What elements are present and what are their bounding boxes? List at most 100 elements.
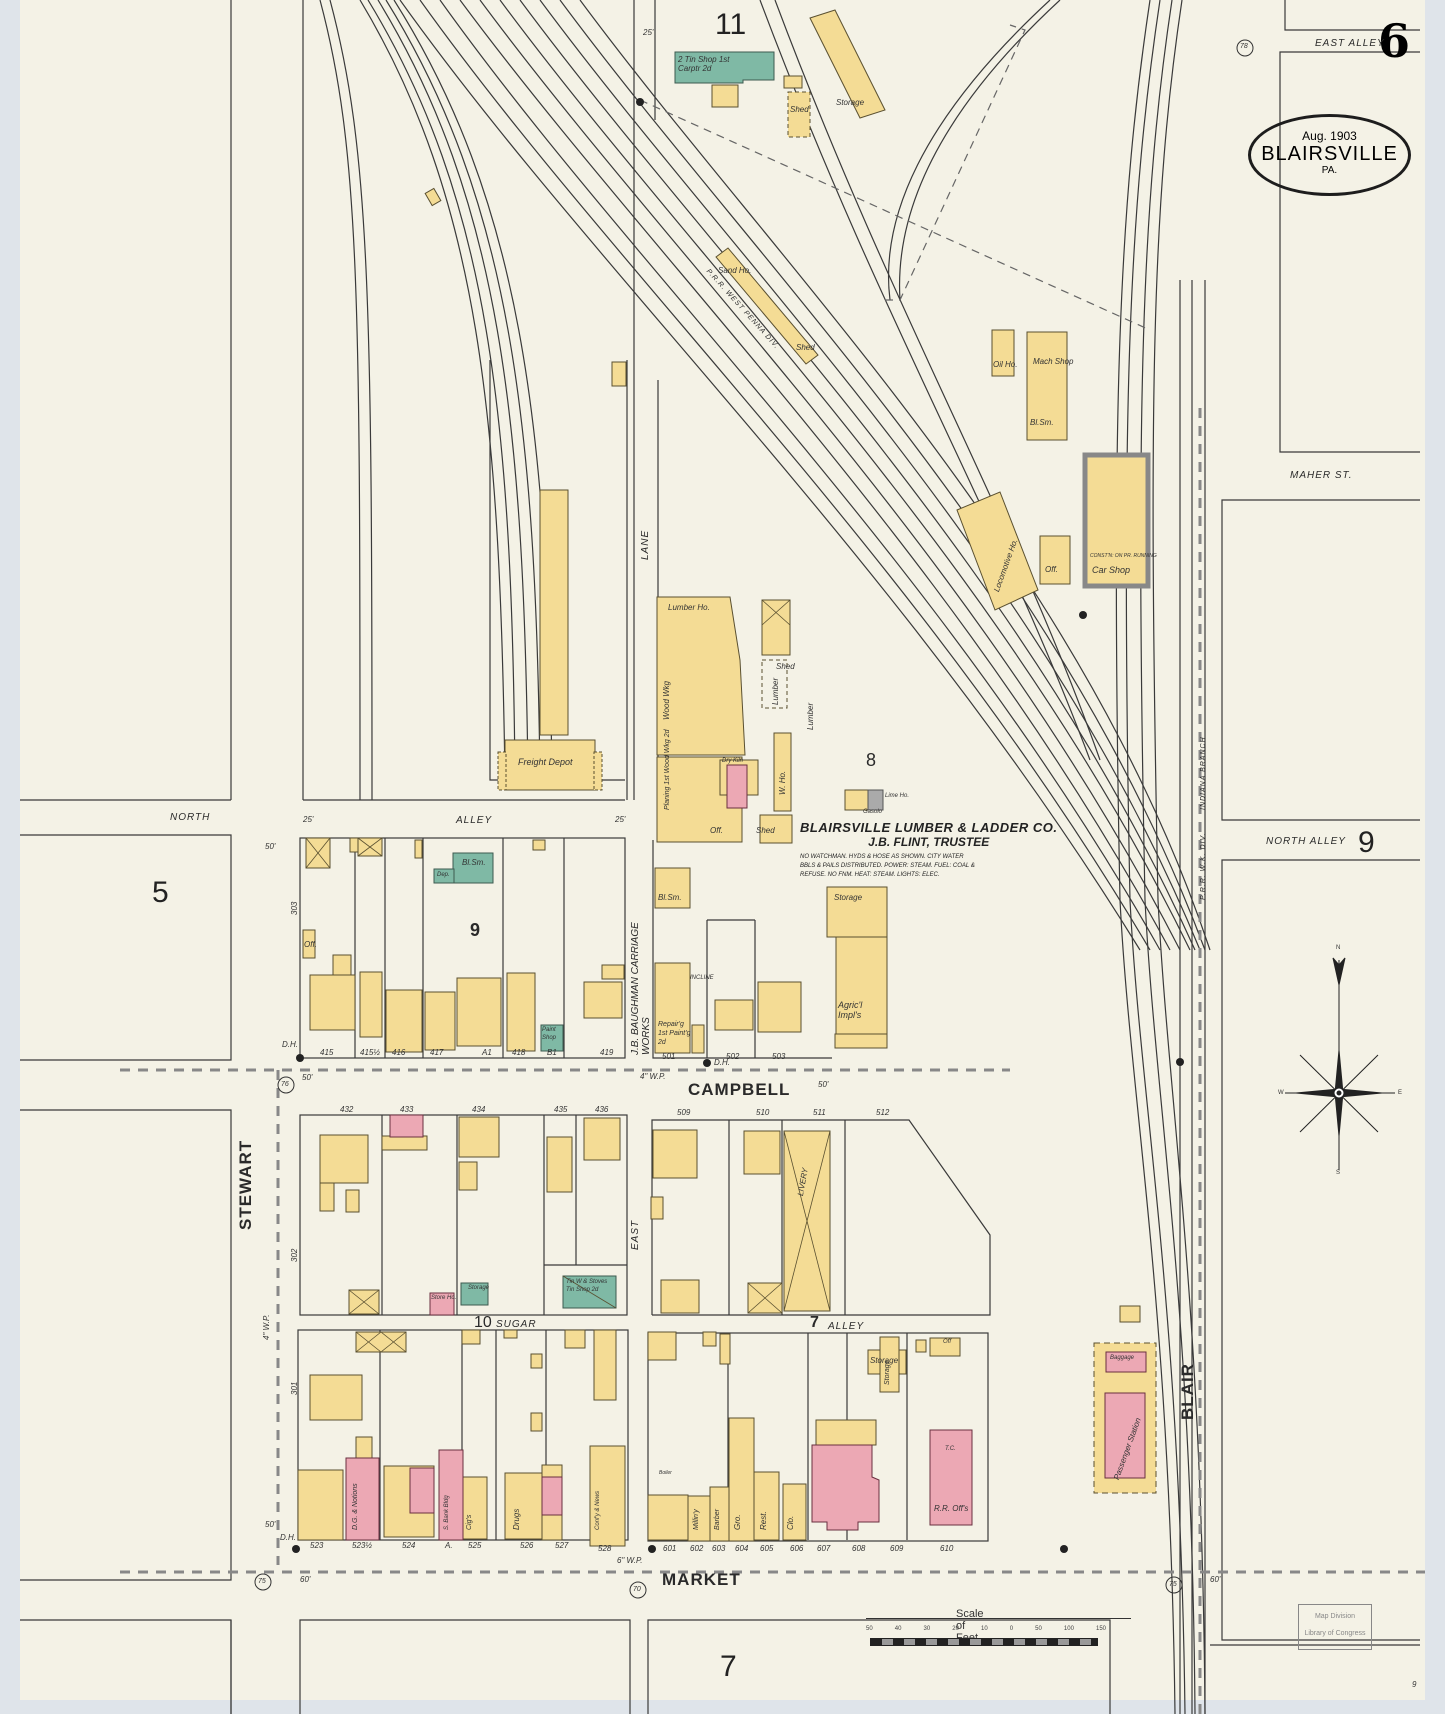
block-number-10: 10 — [474, 1314, 492, 1331]
address-419: 419 — [600, 1048, 614, 1057]
dh-marker-campbell: D.H. — [714, 1058, 730, 1067]
address-418: 418 — [512, 1048, 526, 1057]
building-repairing: Repair'g 1st Paint'g 2d — [658, 1021, 691, 1046]
address-b1: B1 — [547, 1048, 557, 1057]
address-604: 604 — [735, 1544, 749, 1553]
building-storage-top: Storage — [836, 98, 865, 107]
address-415: 415 — [320, 1048, 334, 1057]
building-cigs: Cig's — [466, 1514, 473, 1530]
dimension-303: 303 — [290, 901, 299, 915]
address-526: 526 — [520, 1541, 534, 1550]
building-storage-606: Storage — [870, 1356, 899, 1365]
building-baggage: Baggage — [1110, 1355, 1135, 1361]
address-416: 416 — [392, 1048, 406, 1057]
adjacent-sheet-left: 5 — [152, 876, 169, 909]
street-sugar: SUGAR — [496, 1319, 537, 1330]
street-east: EAST — [630, 1219, 641, 1250]
building-clothing: Clo. — [786, 1515, 795, 1530]
building-car-shop: Car Shop — [1092, 565, 1131, 575]
address-503: 503 — [772, 1052, 786, 1061]
building-storage-434: Storage — [468, 1285, 490, 1291]
building-tc: T.C. — [945, 1446, 956, 1452]
compass-n: N — [1336, 945, 1341, 951]
building-shed-lumber2: Shed — [756, 826, 775, 835]
building-freight-depot: Freight Depot — [518, 757, 573, 767]
dimension-60-market: 60' — [300, 1575, 311, 1584]
building-boiler: Boiler — [659, 1470, 672, 1476]
compass-rose-icon — [1285, 957, 1395, 1170]
hydrant-label-75-left: 75 — [258, 1578, 266, 1585]
address-436: 436 — [595, 1105, 609, 1114]
address-523: 523 — [310, 1541, 324, 1550]
street-market: MARKET — [662, 1570, 741, 1589]
building-off-lumber: Off. — [710, 826, 723, 835]
adjacent-sheet-right: 9 — [1358, 826, 1375, 859]
address-606: 606 — [790, 1544, 804, 1553]
compass-w: W — [1278, 1090, 1284, 1096]
building-restaurant: Rest. — [759, 1511, 768, 1530]
block-number-8: 8 — [866, 750, 877, 770]
dimension-301: 301 — [290, 1381, 299, 1395]
hydrant-label-70: 70 — [633, 1586, 641, 1593]
building-car-shop-note: CONST'N: ON PR. RUNNING — [1090, 553, 1157, 559]
address-512: 512 — [876, 1108, 890, 1117]
dimension-302: 302 — [290, 1248, 299, 1262]
address-510: 510 — [756, 1108, 770, 1117]
building-barber: Barber — [714, 1508, 721, 1530]
address-603: 603 — [712, 1544, 726, 1553]
dimension-25-top: 25' — [643, 28, 654, 37]
company-label: BLAIRSVILLE LUMBER & LADDER CO. J.B. FLI… — [800, 820, 1057, 880]
building-lumber-a: Lumber — [771, 677, 780, 705]
address-501: 501 — [662, 1052, 676, 1061]
building-shed-top: Shed — [790, 105, 809, 114]
building-storage-609: Storage — [884, 1360, 891, 1385]
building-wood-working: Wood Wkg — [662, 680, 671, 720]
address-602: 602 — [690, 1544, 704, 1553]
map-state: PA. — [1321, 165, 1338, 176]
library-stamp: Map Division Library of Congress — [1298, 1604, 1372, 1650]
dh-marker-market: D.H. — [280, 1533, 296, 1542]
address-610: 610 — [940, 1544, 954, 1553]
building-off-303: Off. — [304, 940, 317, 949]
address-601: 601 — [663, 1544, 677, 1553]
building-shed-lumber: Shed — [776, 662, 795, 671]
street-stewart: STEWART — [236, 1139, 255, 1230]
address-432: 432 — [340, 1105, 354, 1114]
building-confectionery: Conf'y & News — [595, 1490, 601, 1530]
building-bl-sm-501: Bl.Sm. — [658, 893, 682, 902]
hydrant-label-76: 76 — [281, 1081, 289, 1088]
water-pipe-market: 6" W.P. — [617, 1556, 643, 1565]
building-lumber-b: Lumber — [806, 702, 815, 730]
map-city: BLAIRSVILLE — [1261, 143, 1398, 165]
scale-bar-graphic — [870, 1638, 1098, 1646]
address-525: 525 — [468, 1541, 482, 1550]
building-bl-sm-417: Bl.Sm. — [462, 858, 486, 867]
street-north-alley-right: NORTH ALLEY — [1266, 836, 1346, 847]
building-off-loco: Off. — [1045, 565, 1058, 574]
building-store-ho: Store Ho. — [431, 1295, 457, 1301]
address-435: 435 — [554, 1105, 568, 1114]
building-storage-agr: Storage — [834, 893, 863, 902]
water-pipe-stewart: 4" W.P. — [262, 1314, 271, 1340]
building-lumber-ho: Lumber Ho. — [668, 603, 710, 612]
building-tin-shop: 2 Tin Shop 1st Carptr 2d — [678, 55, 730, 73]
address-511: 511 — [813, 1108, 826, 1117]
building-paint-shop: Paint Shop — [542, 1027, 557, 1041]
hydrant-label-78: 78 — [1240, 43, 1248, 50]
corner-mark: 9 — [1412, 1680, 1417, 1689]
compass-s: S — [1336, 1170, 1341, 1176]
address-527: 527 — [555, 1541, 569, 1550]
company-notes: NO WATCHMAN. HYDS & HOSE AS SHOWN. CITY … — [800, 854, 975, 878]
building-bank: S. Bank Bldg — [444, 1495, 450, 1530]
building-w-ho: W. Ho. — [778, 770, 787, 795]
street-alley-7: ALLEY — [828, 1321, 865, 1332]
block-number-7: 7 — [810, 1314, 819, 1331]
building-sand-shed: Shed — [796, 343, 815, 352]
water-pipe-campbell: 4" W.P. — [640, 1072, 666, 1081]
building-incline: INCLINE — [690, 975, 714, 981]
dimension-25-alley-left: 25' — [303, 815, 314, 824]
address-433: 433 — [400, 1105, 414, 1114]
building-oil-ho: Oil Ho. — [993, 360, 1018, 369]
block-number-9: 9 — [470, 920, 481, 940]
